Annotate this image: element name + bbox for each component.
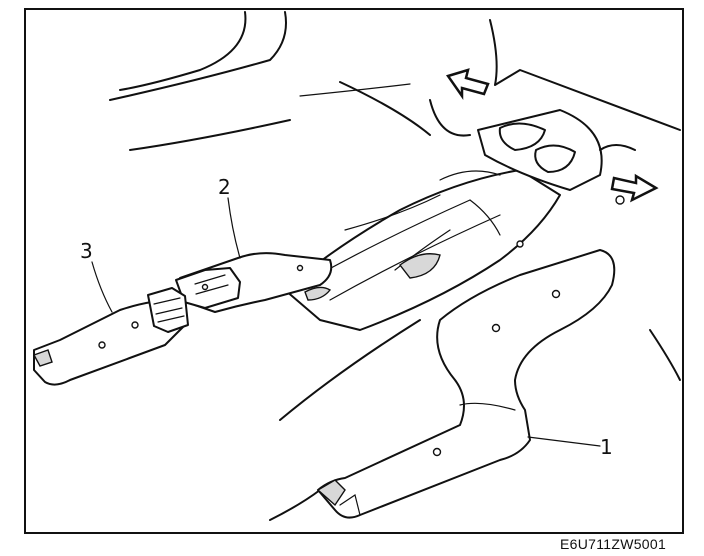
arrow-right-icon: [610, 173, 659, 203]
direction-arrows: [445, 68, 659, 203]
figure-code: E6U711ZW5001: [560, 536, 667, 552]
leader-2: [227, 197, 241, 259]
callout-3: 3: [80, 239, 93, 263]
floor-outline: [109, 11, 681, 521]
part-1-duct: [316, 249, 616, 519]
part-2-duct: [175, 252, 333, 313]
leader-3: [91, 261, 113, 313]
arrow-left-icon: [445, 68, 490, 100]
rear-vent-housing: [477, 109, 636, 205]
leader-1: [527, 436, 601, 447]
callout-1: 1: [600, 435, 613, 459]
part-3-duct: [32, 287, 189, 386]
leader-lines: [91, 197, 601, 447]
callouts: 1 2 3: [80, 175, 613, 459]
callout-2: 2: [218, 175, 231, 199]
